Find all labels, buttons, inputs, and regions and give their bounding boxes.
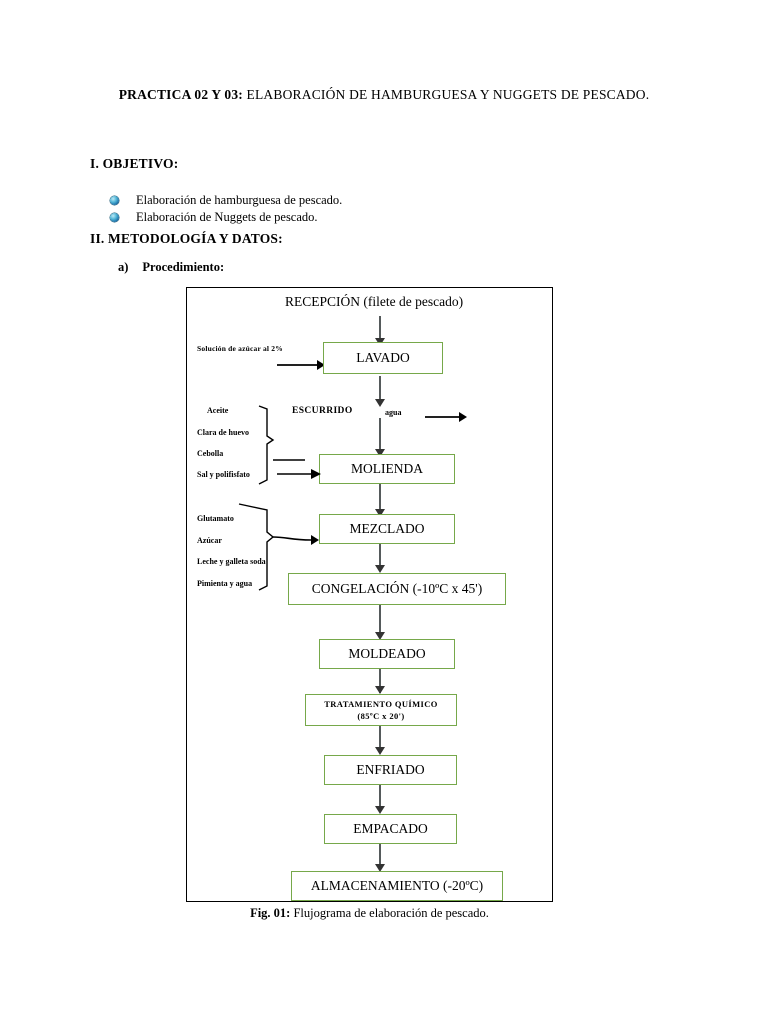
node-enfriado: ENFRIADO	[324, 755, 457, 785]
ingredient-clara-de-huevo: Clara de huevo	[197, 428, 249, 437]
node-congelacion: CONGELACIÓN (-10ºC x 45')	[288, 573, 506, 605]
edge-molienda-mezclado	[379, 484, 381, 514]
arrowhead-right	[311, 535, 319, 545]
arrowhead-down	[375, 565, 385, 573]
arrowhead-down	[375, 864, 385, 872]
arrowhead-down	[375, 632, 385, 640]
edge-enfriado-empacado	[379, 785, 381, 811]
edge-congelacion-moldeado	[379, 605, 381, 637]
edge-empacado-almacenamiento	[379, 844, 381, 870]
page-title: PRACTICA 02 Y 03: ELABORACIÓN DE HAMBURG…	[96, 84, 672, 106]
arrowhead-down	[375, 747, 385, 755]
node-almacenamiento-label: ALMACENAMIENTO (-20ºC)	[310, 878, 484, 893]
procedimiento-label: Procedimiento:	[142, 260, 225, 274]
node-moldeado: MOLDEADO	[319, 639, 455, 669]
figure-caption-label: Fig. 01:	[250, 906, 291, 920]
node-tratamiento-label: TRATAMIENTO QUÍMICO	[324, 699, 438, 709]
node-tratamiento-sublabel: (85ºC x 20')	[357, 711, 405, 721]
node-mezclado-label: MEZCLADO	[349, 521, 425, 536]
procedimiento-marker: a)	[118, 260, 129, 274]
heading-metodologia: II. METODOLOGÍA Y DATOS:	[90, 231, 283, 246]
node-lavado-label: LAVADO	[356, 350, 410, 365]
edge-mezclado-congelacion	[379, 544, 381, 570]
edge-agua-out	[425, 416, 461, 418]
node-molienda-label: MOLIENDA	[351, 461, 423, 476]
list-item-label: Elaboración de Nuggets de pescado.	[136, 210, 318, 224]
edge-lavado-escurrido	[379, 376, 381, 404]
edge-recepcion-lavado	[379, 316, 381, 342]
arrowhead-down	[375, 399, 385, 407]
arrowhead-down	[375, 509, 385, 517]
node-tratamiento-quimico: TRATAMIENTO QUÍMICO (85ºC x 20')	[305, 694, 457, 726]
list-item: Elaboración de hamburguesa de pescado.	[108, 192, 528, 209]
ingredient-glutamato: Glutamato	[197, 514, 234, 523]
node-recepcion: RECEPCIÓN (filete de pescado)	[285, 294, 464, 309]
node-empacado-label: EMPACADO	[353, 821, 428, 836]
procedimiento-item: a) Procedimiento:	[118, 260, 224, 275]
page-title-prefix: PRACTICA 02 Y 03:	[118, 87, 243, 102]
arrowhead-down	[375, 686, 385, 694]
list-item-label: Elaboración de hamburguesa de pescado.	[136, 193, 343, 207]
list-item: Elaboración de Nuggets de pescado.	[108, 209, 528, 226]
bracket-mezclado-icon	[238, 503, 275, 591]
node-moldeado-label: MOLDEADO	[348, 646, 426, 661]
node-escurrido: ESCURRIDO	[292, 406, 353, 416]
node-congelacion-label: CONGELACIÓN (-10ºC x 45')	[311, 581, 483, 596]
bullet-sphere-icon	[110, 196, 119, 205]
arrowhead-down	[375, 449, 385, 457]
page-title-rest: ELABORACIÓN DE HAMBURGUESA Y NUGGETS DE …	[242, 87, 650, 102]
bullet-sphere-icon	[110, 213, 119, 222]
flowchart-canvas: RECEPCIÓN (filete de pescado) Solución d…	[187, 288, 552, 901]
edge-moldeado-tratamiento	[379, 669, 381, 693]
arrowhead-right	[459, 412, 467, 422]
node-agua: agua	[385, 408, 402, 417]
figure-caption-text: Flujograma de elaboración de pescado.	[290, 906, 489, 920]
node-molienda: MOLIENDA	[319, 454, 455, 484]
objetivo-list: Elaboración de hamburguesa de pescado. E…	[108, 192, 528, 226]
heading-objetivo: I. OBJETIVO:	[90, 156, 179, 171]
edge-ingredients-mezclado	[272, 536, 312, 541]
edge-escurrido-molienda	[379, 418, 381, 454]
edge-input-lavado	[277, 364, 319, 366]
node-enfriado-label: ENFRIADO	[356, 762, 425, 777]
arrowhead-right	[317, 360, 325, 370]
ingredient-aceite: Aceite	[207, 406, 229, 415]
ingredient-cebolla: Cebolla	[197, 449, 224, 458]
node-almacenamiento: ALMACENAMIENTO (-20ºC)	[291, 871, 503, 901]
ingredient-sal-y-polifisfato: Sal y polifisfato	[197, 470, 250, 479]
figure-caption: Fig. 01: Flujograma de elaboración de pe…	[186, 906, 553, 921]
bracket-molienda-icon	[258, 405, 275, 485]
edge-tratamiento-enfriado	[379, 726, 381, 752]
arrowhead-down	[375, 806, 385, 814]
node-mezclado: MEZCLADO	[319, 514, 455, 544]
input-label-lavado: Solución de azúcar al 2%	[197, 344, 283, 353]
node-empacado: EMPACADO	[324, 814, 457, 844]
ingredient-azucar: Azúcar	[197, 536, 222, 545]
flowchart-frame: RECEPCIÓN (filete de pescado) Solución d…	[186, 287, 553, 902]
node-lavado: LAVADO	[323, 342, 443, 374]
ingredient-leche-y-galleta-soda: Leche y galleta soda	[197, 557, 266, 566]
ingredient-pimienta-y-agua: Pimienta y agua	[197, 579, 253, 588]
